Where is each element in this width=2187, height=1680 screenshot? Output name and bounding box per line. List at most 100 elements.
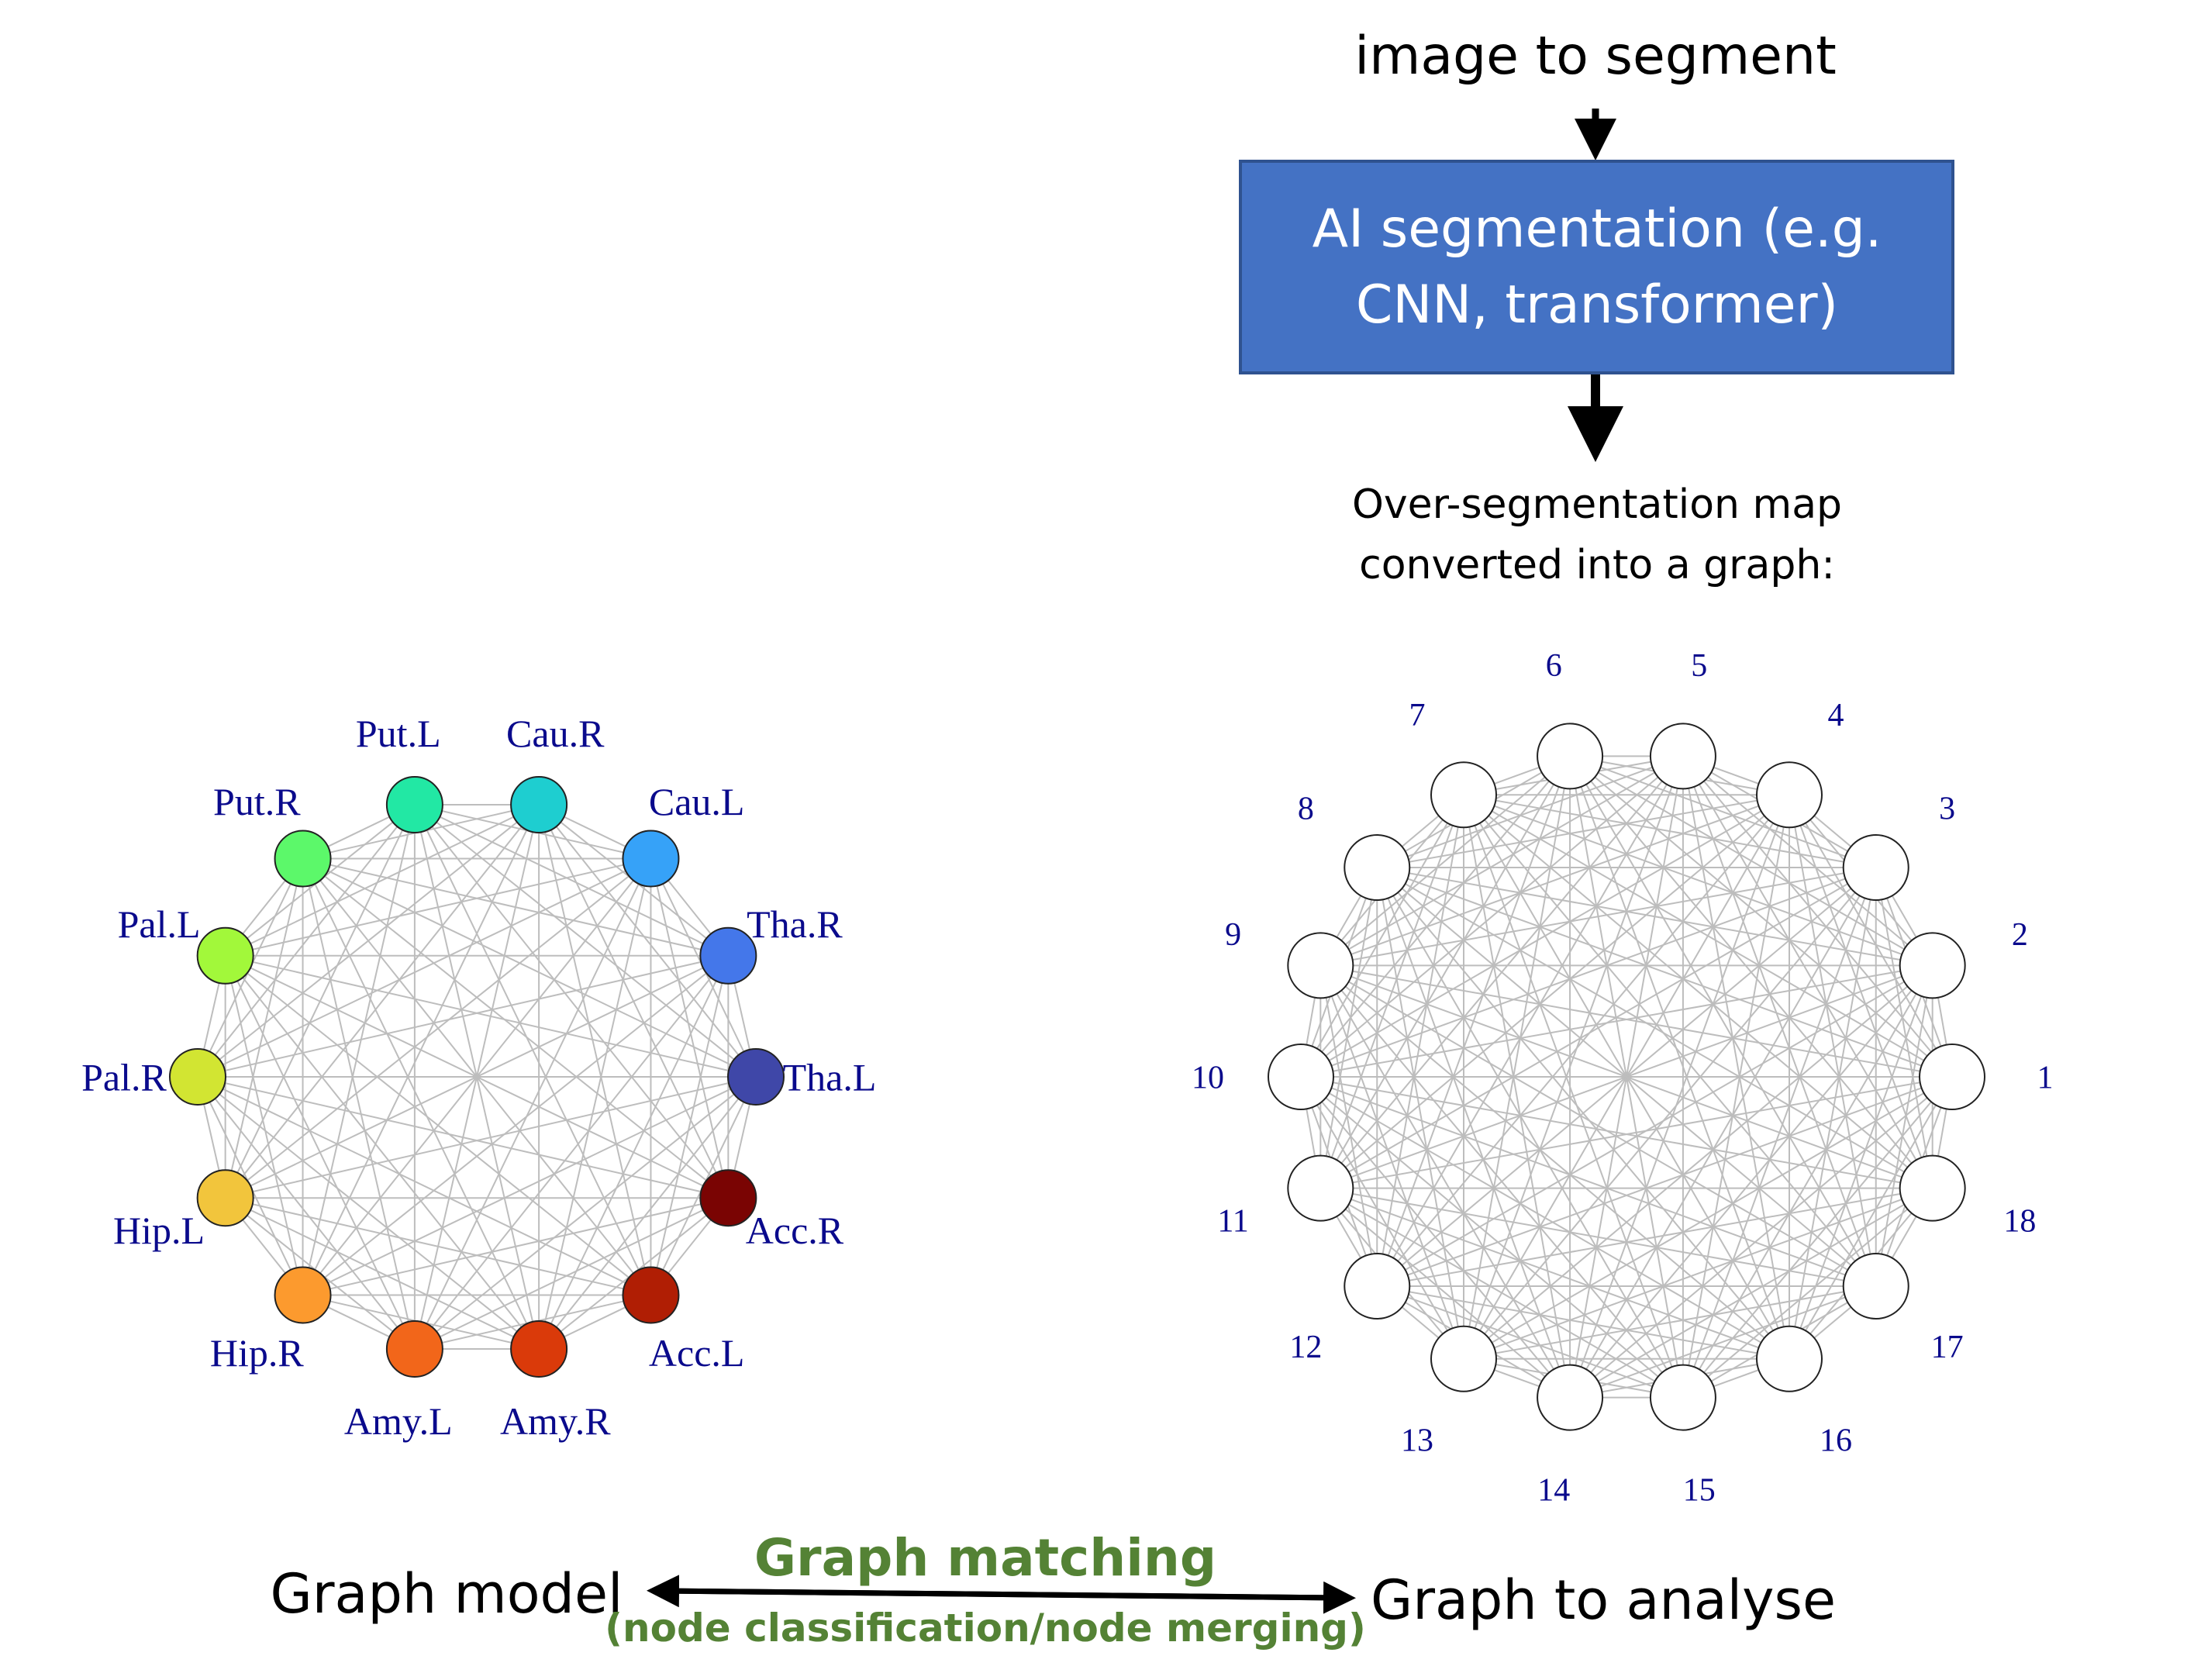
graph-edge	[1319, 964, 1684, 1399]
node-label: Tha.R	[747, 902, 843, 946]
graph-edge	[650, 858, 730, 1199]
graph-model-label: Graph model	[271, 1562, 623, 1626]
graph-node	[1430, 1325, 1497, 1392]
graph-edge	[224, 955, 304, 1295]
graph-node	[699, 1169, 757, 1227]
graph-edge	[1300, 755, 1684, 1078]
graph-edge	[1789, 794, 1933, 1188]
graph-edge	[538, 804, 652, 1295]
graph-edge	[224, 955, 416, 1350]
graph-edge	[414, 804, 729, 957]
graph-matching-subtitle: (node classification/node merging)	[605, 1606, 1366, 1651]
graph-edge	[197, 1076, 416, 1350]
graph-edge	[197, 804, 416, 1078]
node-label: 7	[1409, 698, 1426, 733]
graph-edge	[1319, 1187, 1790, 1360]
graph-edge	[1377, 1285, 1790, 1360]
graph-edge	[1319, 867, 1378, 1188]
node-label: 13	[1401, 1423, 1433, 1458]
matching-arrow-left	[647, 1575, 1340, 1608]
graph-node	[196, 926, 254, 985]
graph-node	[1919, 1044, 1985, 1110]
graph-edge	[1569, 1187, 1933, 1399]
graph-node	[1842, 1252, 1909, 1320]
graph-node	[1649, 1364, 1716, 1431]
graph-edge	[1320, 1187, 1876, 1287]
graph-node	[510, 776, 568, 834]
graph-model: Tha.LTha.RCau.LCau.RPut.LPut.RPal.LPal.R…	[81, 712, 876, 1443]
graph-edge	[1319, 964, 1790, 1360]
graph-edge	[1569, 867, 1877, 1399]
node-label: Put.L	[356, 712, 441, 755]
node-label: 2	[2012, 917, 2028, 953]
graph-edge	[1569, 755, 1877, 1287]
graph-edge	[1376, 867, 1790, 1360]
graph-edge	[1682, 755, 1933, 1189]
graph-edge	[1463, 1187, 1933, 1360]
graph-edge	[1300, 1076, 1684, 1399]
graph-node	[196, 1169, 254, 1227]
graph-edge	[1463, 756, 1571, 1359]
graph-edge	[538, 1076, 757, 1350]
graph-edge	[225, 804, 540, 957]
node-label: 10	[1192, 1061, 1224, 1096]
graph-edge	[1319, 964, 1933, 1189]
graph-edge	[302, 857, 729, 1199]
graph-node	[1287, 1154, 1354, 1222]
graph-edge	[1463, 794, 1933, 967]
graph-node	[1649, 723, 1716, 790]
graph-edge	[1376, 755, 1684, 1287]
graph-edge	[538, 858, 652, 1350]
graph-node	[510, 1320, 568, 1378]
graph-edge	[1569, 755, 1953, 1078]
node-label: Hip.R	[210, 1331, 305, 1375]
graph-node	[1268, 1044, 1334, 1110]
graph-edge	[1319, 794, 1790, 1189]
graph-edge	[414, 804, 730, 1199]
node-label: 5	[1691, 648, 1707, 684]
node-label: Pal.L	[118, 902, 201, 946]
graph-node	[727, 1048, 785, 1106]
graph-edge	[1569, 1076, 1953, 1399]
graph-edge	[197, 1076, 540, 1350]
graph-edge	[225, 1197, 651, 1296]
graph-node	[1756, 1325, 1823, 1392]
node-label: 11	[1217, 1203, 1248, 1239]
graph-edge	[1682, 1187, 1933, 1399]
graph-edge	[302, 1076, 757, 1296]
graph-edge	[1789, 1076, 1953, 1360]
node-label: 14	[1537, 1472, 1570, 1508]
graph-node	[1344, 1252, 1411, 1320]
graph-edge	[1319, 965, 1378, 1287]
node-label: Acc.R	[746, 1209, 844, 1252]
graph-edge	[1300, 1076, 1464, 1360]
graph-edge	[1300, 1076, 1571, 1399]
graph-node	[1899, 932, 1966, 999]
graph-edge	[302, 858, 416, 1350]
graph-edge	[1376, 1076, 1953, 1287]
graph-edge	[1789, 795, 1877, 1287]
node-label: Tha.L	[783, 1056, 877, 1099]
graph-node	[1842, 834, 1909, 902]
node-label: 8	[1298, 792, 1314, 827]
graph-edge	[414, 1197, 729, 1350]
graph-edge	[1300, 1076, 1877, 1287]
graph-to-analyse-label: Graph to analyse	[1371, 1568, 1836, 1632]
output-line-2: converted into a graph:	[1359, 542, 1835, 588]
node-label: Put.R	[213, 780, 301, 823]
graph-edge	[1319, 1187, 1684, 1399]
graph-edge	[1463, 795, 1571, 1398]
graph-edge	[1376, 867, 1684, 1399]
node-label: Amy.R	[500, 1399, 611, 1443]
graph-node	[622, 830, 680, 888]
graph-edge	[1376, 795, 1464, 1287]
graph-edge	[1319, 965, 1464, 1360]
graph-edge	[1319, 1187, 1571, 1399]
graph-edge	[1569, 756, 1790, 1360]
graph-edge	[1682, 756, 1877, 1287]
graph-edge	[1682, 755, 1933, 967]
graph-edge	[224, 955, 540, 1350]
graph-edge	[1875, 867, 1933, 1188]
graph-node	[622, 1266, 680, 1324]
